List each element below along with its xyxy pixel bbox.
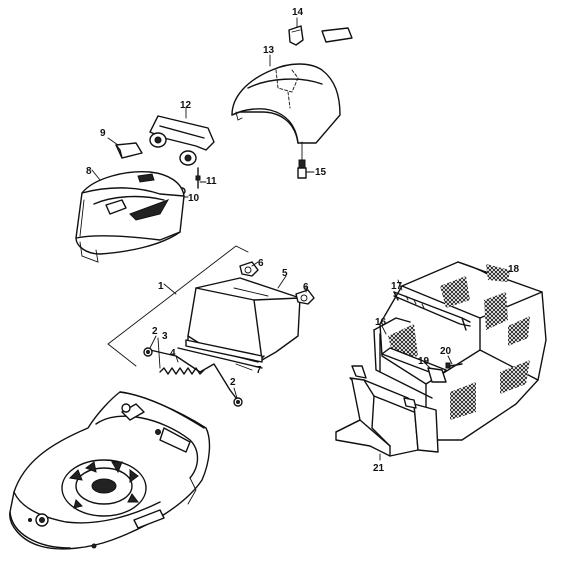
callout-11: 11 [206,176,217,187]
callout-1: 1 [158,281,164,292]
part-15-screw [297,141,315,179]
callout-5: 5 [282,268,288,279]
part-2-washers [143,335,243,407]
callout-2-left: 2 [152,326,158,337]
callout-12: 12 [180,100,192,111]
callout-14: 14 [292,7,304,18]
callout-20: 20 [440,346,452,357]
part-13-top-cover [231,54,341,144]
part-8-rear-housing [75,169,185,263]
callout-8: 8 [86,166,92,177]
part-7-hinge-rod [177,347,263,371]
part-19-bracket [423,361,447,383]
part-6-spring-clip-left [239,261,259,277]
part-17-bag-frame [393,279,471,331]
callout-9: 9 [100,128,106,139]
part-18-grass-bag [379,261,547,441]
callout-6-top: 6 [258,258,264,269]
part-9-latch [107,137,143,159]
part-5-deflector-flap [185,275,301,363]
callout-6-right: 6 [303,282,309,293]
part-6-spring-clip-right [295,285,315,305]
callout-21: 21 [373,463,385,474]
part-20-pin [445,355,463,369]
callout-labels: 14 13 12 9 8 11 10 15 6 5 6 1 2 3 4 7 2 … [86,7,520,474]
callout-13: 13 [263,45,275,56]
callout-17: 17 [391,281,403,292]
callout-19: 19 [418,356,430,367]
callout-2-right: 2 [230,377,236,388]
part-4-rod [149,349,237,399]
mower-deck [9,391,211,550]
part-11-pin [195,167,207,189]
part-21-chute [335,365,439,461]
part-12-hinge-bracket [149,107,215,166]
callout-7: 7 [256,365,262,376]
callout-15: 15 [315,167,327,178]
assembly-1-bracket-outline [107,245,249,367]
callout-3: 3 [162,331,168,342]
callout-10: 10 [188,193,200,204]
callout-18: 18 [508,264,520,275]
callout-16: 16 [375,317,387,328]
callout-4: 4 [170,348,176,359]
part-14-clip [288,17,353,46]
